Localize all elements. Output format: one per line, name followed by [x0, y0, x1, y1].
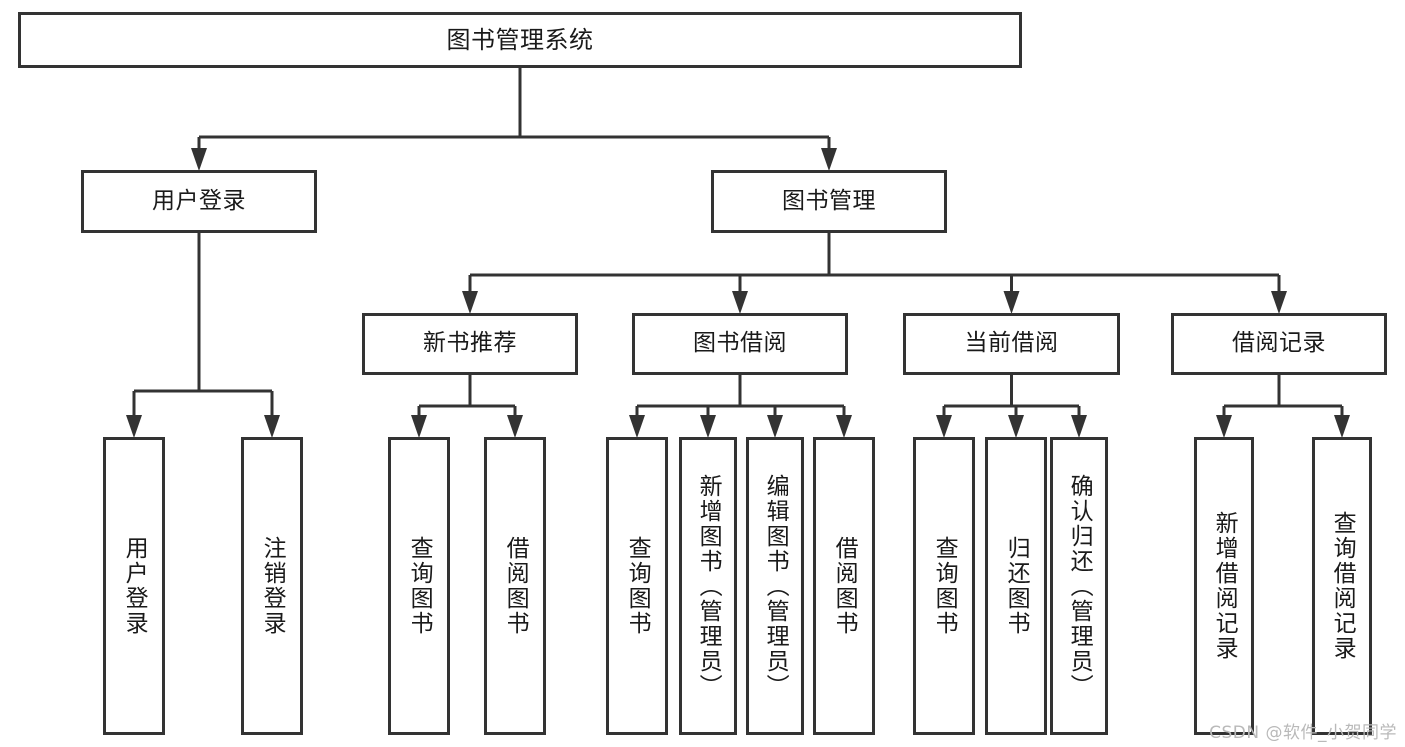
node-leaf-query-book-3[interactable]: 查询图书 — [913, 437, 975, 735]
node-label: 查询图书 — [931, 536, 958, 636]
connector-arrowhead — [836, 415, 852, 438]
node-label: 注销登录 — [259, 536, 286, 636]
connector-arrowhead — [700, 415, 716, 438]
connector-arrowhead — [264, 415, 280, 438]
node-current-borrow[interactable]: 当前借阅 — [903, 313, 1120, 375]
connector-arrowhead — [821, 148, 837, 171]
node-label: 当前借阅 — [964, 330, 1059, 357]
node-label: 新增借阅记录 — [1211, 511, 1238, 661]
node-leaf-borrow-book-2[interactable]: 借阅图书 — [813, 437, 875, 735]
node-label: 查询图书 — [624, 536, 651, 636]
node-leaf-confirm-return[interactable]: 确认归还（管理员） — [1050, 437, 1108, 735]
node-root[interactable]: 图书管理系统 — [18, 12, 1022, 68]
node-leaf-query-book-2[interactable]: 查询图书 — [606, 437, 668, 735]
connector-arrowhead — [1071, 415, 1087, 438]
watermark-text: CSDN @软件_小贺同学 — [1209, 723, 1397, 743]
node-label: 借阅图书 — [502, 536, 529, 636]
connector-arrowhead — [1008, 415, 1024, 438]
node-label: 借阅记录 — [1232, 330, 1326, 357]
node-label: 编辑图书（管理员） — [762, 473, 789, 699]
node-book-manage[interactable]: 图书管理 — [711, 170, 947, 233]
node-leaf-logout[interactable]: 注销登录 — [241, 437, 303, 735]
node-user-login[interactable]: 用户登录 — [81, 170, 317, 233]
node-label: 确认归还（管理员） — [1066, 473, 1093, 699]
node-label: 图书借阅 — [693, 330, 787, 357]
node-leaf-return-book[interactable]: 归还图书 — [985, 437, 1047, 735]
node-leaf-query-book-1[interactable]: 查询图书 — [388, 437, 450, 735]
node-leaf-query-record[interactable]: 查询借阅记录 — [1312, 437, 1372, 735]
node-leaf-add-book[interactable]: 新增图书（管理员） — [679, 437, 737, 735]
node-label: 用户登录 — [121, 536, 148, 636]
connector-arrowhead — [1271, 291, 1287, 314]
connector-arrowhead — [191, 148, 207, 171]
node-label: 用户登录 — [152, 187, 246, 214]
node-label: 归还图书 — [1003, 536, 1030, 636]
connector-arrowhead — [767, 415, 783, 438]
node-label: 新书推荐 — [423, 330, 517, 357]
connector-arrowhead — [507, 415, 523, 438]
connector-arrowhead — [1003, 291, 1020, 314]
node-label: 新增图书（管理员） — [695, 473, 722, 699]
node-new-book-rec[interactable]: 新书推荐 — [362, 313, 578, 375]
connector-arrowhead — [629, 415, 645, 438]
node-leaf-edit-book[interactable]: 编辑图书（管理员） — [746, 437, 804, 735]
node-label: 借阅图书 — [831, 536, 858, 636]
connector-arrowhead — [1334, 415, 1350, 438]
connector-arrowhead — [732, 291, 748, 314]
node-borrow-record[interactable]: 借阅记录 — [1171, 313, 1387, 375]
node-label: 图书管理 — [782, 187, 876, 214]
node-label: 查询借阅记录 — [1329, 511, 1356, 661]
node-leaf-add-record[interactable]: 新增借阅记录 — [1194, 437, 1254, 735]
connector-arrowhead — [1216, 415, 1232, 438]
connector-arrowhead — [411, 415, 427, 438]
node-book-borrow[interactable]: 图书借阅 — [632, 313, 848, 375]
node-leaf-user-login[interactable]: 用户登录 — [103, 437, 165, 735]
node-label: 查询图书 — [406, 536, 433, 636]
connector-arrowhead — [936, 415, 952, 438]
node-label: 图书管理系统 — [446, 25, 594, 54]
node-leaf-borrow-book-1[interactable]: 借阅图书 — [484, 437, 546, 735]
connector-arrowhead — [462, 291, 478, 314]
connector-arrowhead — [126, 415, 142, 438]
